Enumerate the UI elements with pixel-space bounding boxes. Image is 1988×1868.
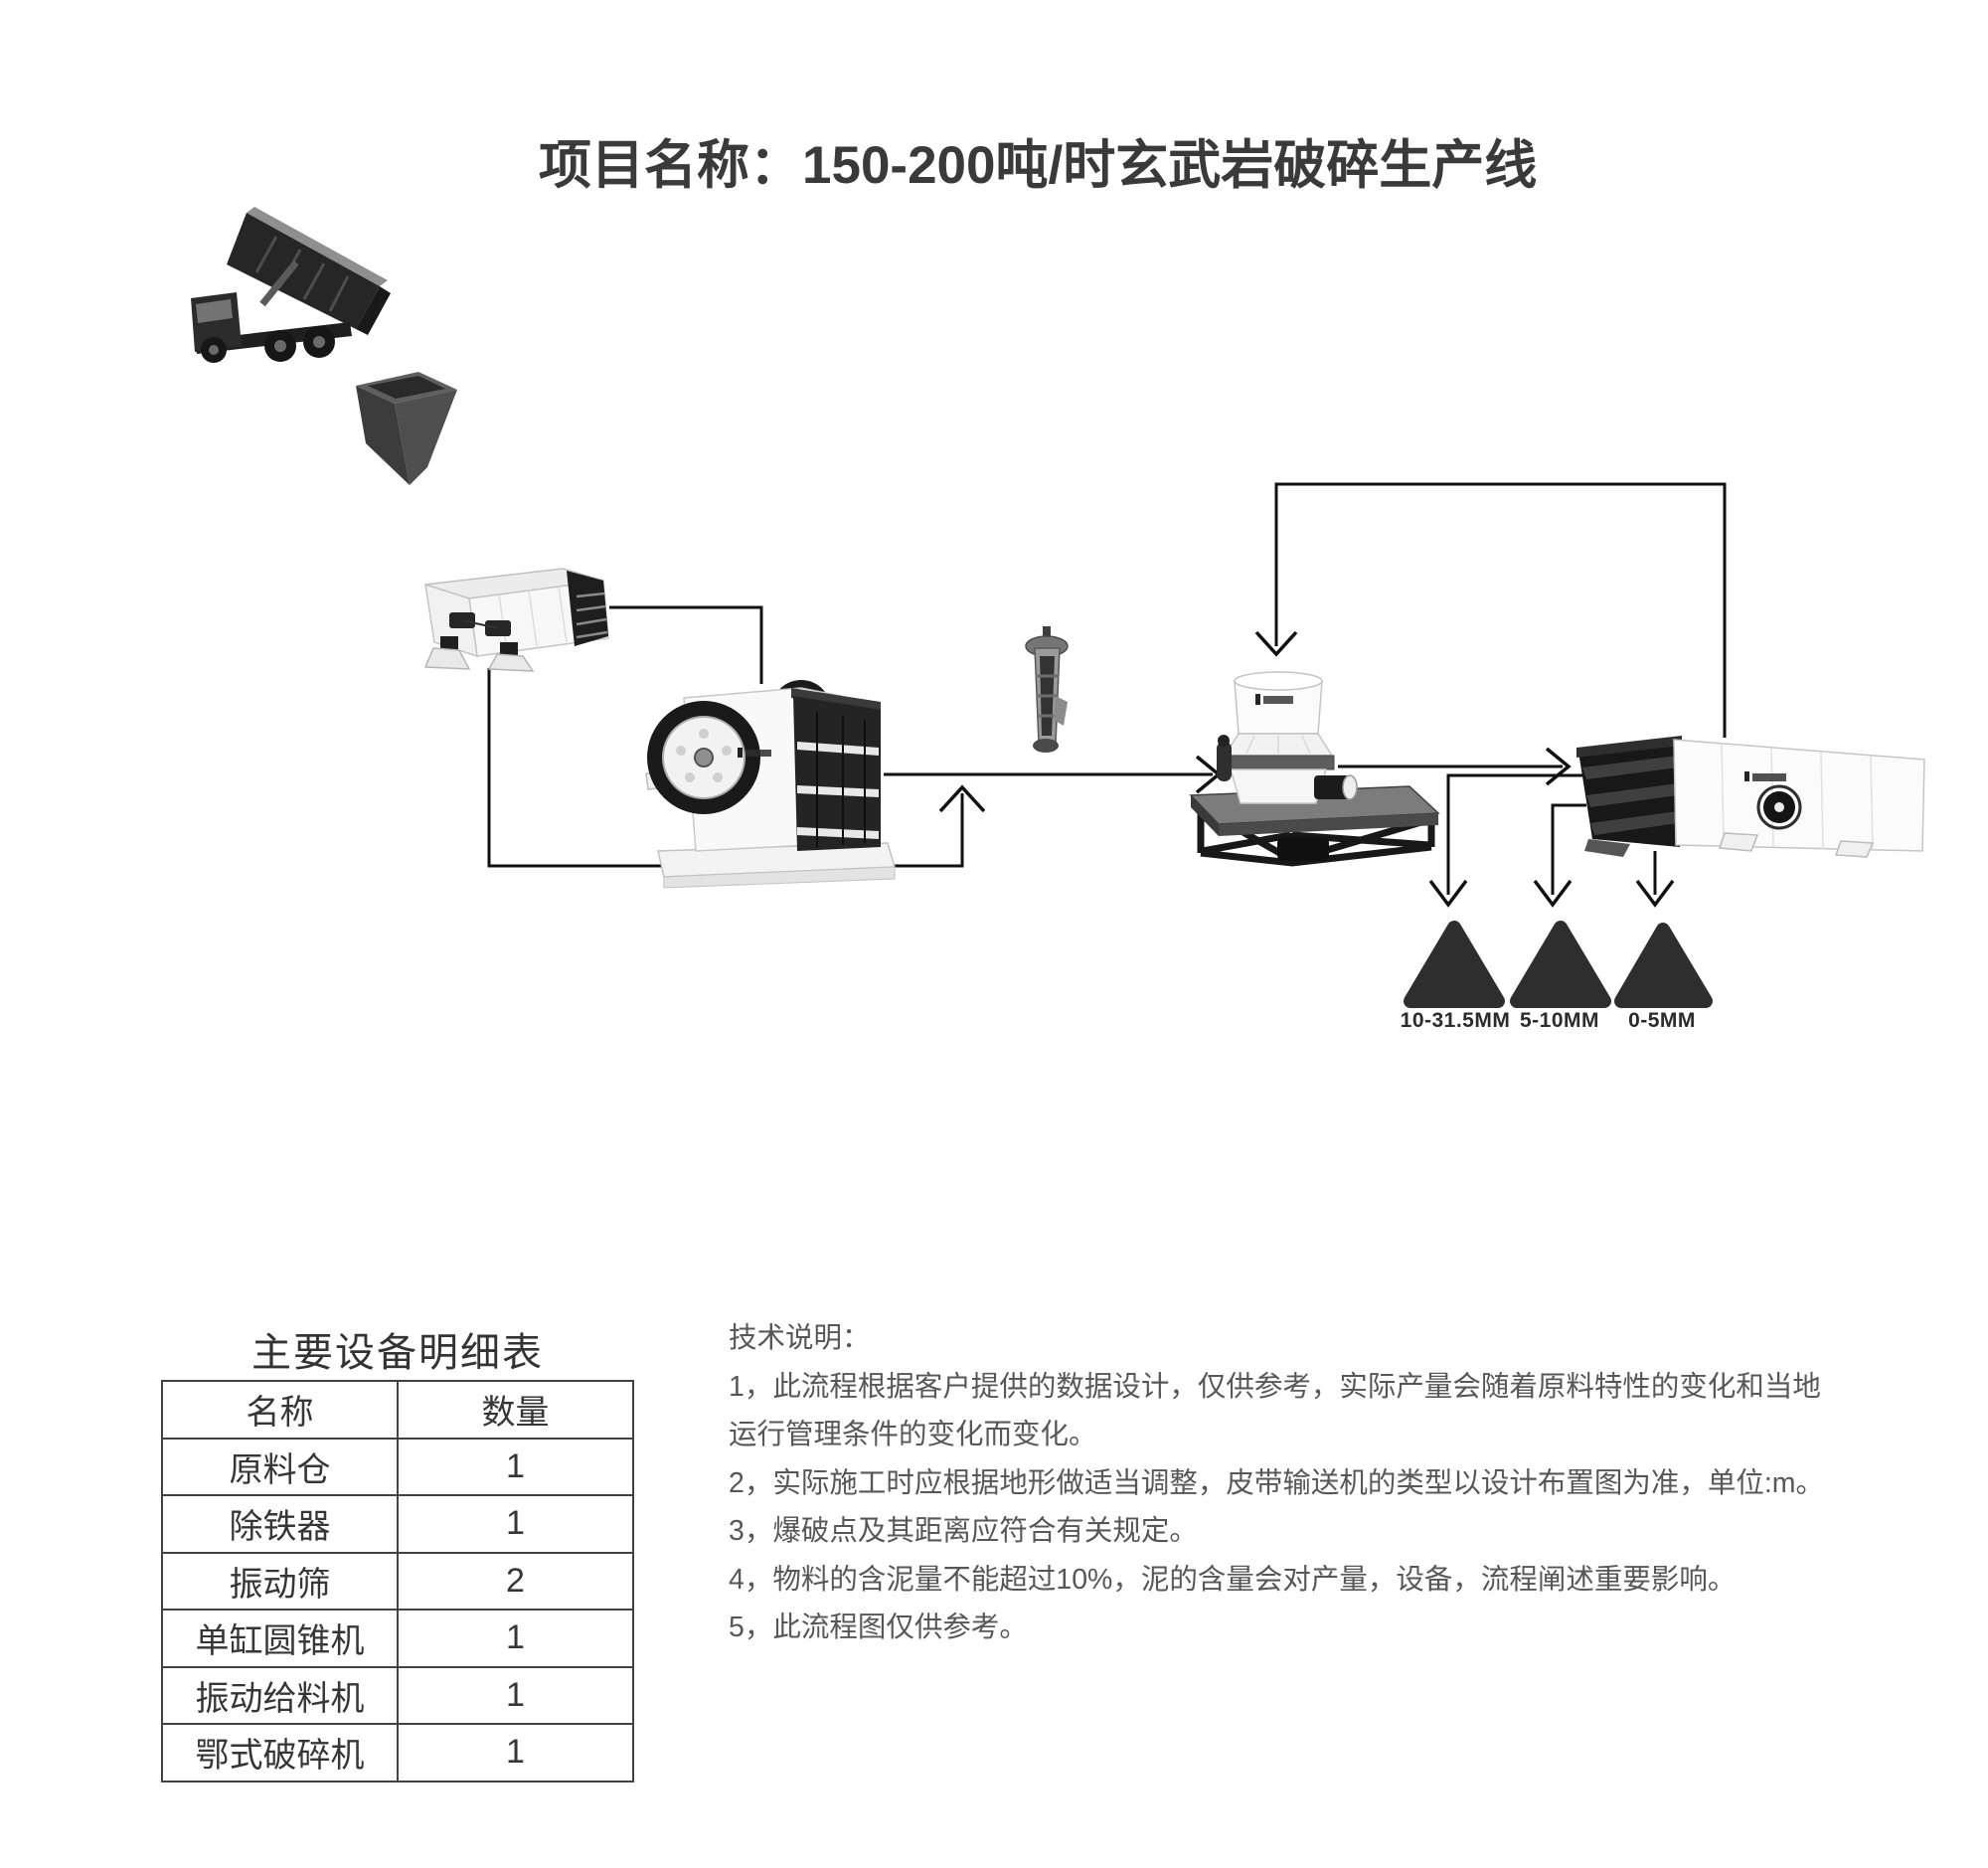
table-row: 除铁器 1 xyxy=(161,1494,634,1554)
cone-motor xyxy=(1314,775,1350,799)
tech-note-item: 1，此流程根据客户提供的数据设计，仅供参考，实际产量会随着原料特性的变化和当地运… xyxy=(729,1370,1821,1451)
tech-notes-heading: 技术说明： xyxy=(729,1322,871,1354)
arrowhead-down-into-cone xyxy=(1254,630,1298,657)
arrowhead-down-pile-2 xyxy=(1533,879,1573,908)
table-row: 鄂式破碎机 1 xyxy=(161,1723,634,1783)
dump-truck-image xyxy=(191,207,391,363)
arrowhead-down-pile-1 xyxy=(1428,879,1468,908)
equipment-qty-cell: 1 xyxy=(397,1723,634,1783)
cone-crusher-image xyxy=(1189,671,1440,867)
arrowhead-down-pile-3 xyxy=(1635,879,1675,908)
equipment-qty-cell: 1 xyxy=(397,1665,634,1725)
flow-line-screen-to-pile-2 xyxy=(1551,803,1586,895)
jaw-crusher-image xyxy=(645,680,896,889)
tech-note-item: 3，爆破点及其距离应符合有关规定。 xyxy=(729,1515,1198,1547)
tech-note-item: 2，实际施工时应根据地形做适当调整，皮带输送机的类型以设计布置图为准，单位:m。 xyxy=(729,1466,1825,1499)
process-flow-diagram: 10-31.5MM 5-10MM 0-5MM xyxy=(191,207,1925,1032)
pile-3 xyxy=(1614,923,1713,1008)
pile-2 xyxy=(1510,921,1611,1008)
arrowhead-up-bypass xyxy=(938,784,986,813)
flow-line-feeder-to-jaw xyxy=(609,605,763,684)
pile-1 xyxy=(1404,921,1505,1008)
equipment-qty-cell: 1 xyxy=(397,1494,634,1554)
flow-line-screen-return-to-cone xyxy=(1274,482,1727,738)
equipment-name-cell: 振动筛 xyxy=(161,1551,399,1611)
equipment-table-title: 主要设备明细表 xyxy=(251,1331,544,1375)
equipment-name-cell: 振动给料机 xyxy=(161,1665,399,1725)
screen-motor xyxy=(1756,784,1802,830)
header-qty: 数量 xyxy=(397,1380,634,1440)
table-header-row: 名称 数量 xyxy=(161,1380,634,1440)
equipment-name-cell: 原料仓 xyxy=(161,1437,399,1496)
table-row: 振动筛 2 xyxy=(161,1551,634,1611)
pile-2-label: 5-10MM xyxy=(1520,1009,1599,1032)
product-piles: 10-31.5MM 5-10MM 0-5MM xyxy=(1401,921,1713,1032)
flow-lines xyxy=(487,482,1727,895)
pile-1-label: 10-31.5MM xyxy=(1401,1009,1511,1032)
page-title: 项目名称：150-200吨/时玄武岩破碎生产线 xyxy=(539,136,1538,195)
table-row: 原料仓 1 xyxy=(161,1437,634,1496)
tech-note-item: 5，此流程图仅供参考。 xyxy=(729,1612,1028,1643)
pile-3-label: 0-5MM xyxy=(1628,1009,1696,1032)
equipment-qty-cell: 2 xyxy=(397,1551,634,1611)
equipment-table: 名称 数量 原料仓 1 除铁器 1 振动筛 2 单缸圆锥机 1 振动给料机 1 xyxy=(161,1380,634,1783)
vibrating-feeder-image xyxy=(423,568,609,672)
arrowhead-into-screen xyxy=(1545,747,1572,786)
vibrating-screen-image xyxy=(1576,736,1925,858)
tech-note-item: 4，物料的含泥量不能超过10%，泥的含量会对产量，设备，流程阐述重要影响。 xyxy=(729,1563,1737,1596)
flow-line-screen-to-pile-1 xyxy=(1446,773,1582,895)
equipment-qty-cell: 1 xyxy=(397,1437,634,1496)
magnetic-separator-image xyxy=(1025,626,1069,753)
cone-accumulator xyxy=(1217,742,1232,781)
brand-logo xyxy=(1744,771,1786,781)
brand-logo xyxy=(1255,694,1293,705)
table-row: 振动给料机 1 xyxy=(161,1665,634,1725)
tech-notes: 技术说明： 1，此流程根据客户提供的数据设计，仅供参考，实际产量会随着原料特性的… xyxy=(729,1314,1832,1652)
table-row: 单缸圆锥机 1 xyxy=(161,1609,634,1668)
equipment-name-cell: 鄂式破碎机 xyxy=(161,1723,399,1783)
hopper-image xyxy=(356,372,457,485)
equipment-qty-cell: 1 xyxy=(397,1609,634,1668)
flow-arrowheads xyxy=(938,630,1675,908)
equipment-name-cell: 除铁器 xyxy=(161,1494,399,1554)
header-name: 名称 xyxy=(161,1380,399,1440)
equipment-name-cell: 单缸圆锥机 xyxy=(161,1609,399,1668)
brand-logo xyxy=(738,748,771,758)
